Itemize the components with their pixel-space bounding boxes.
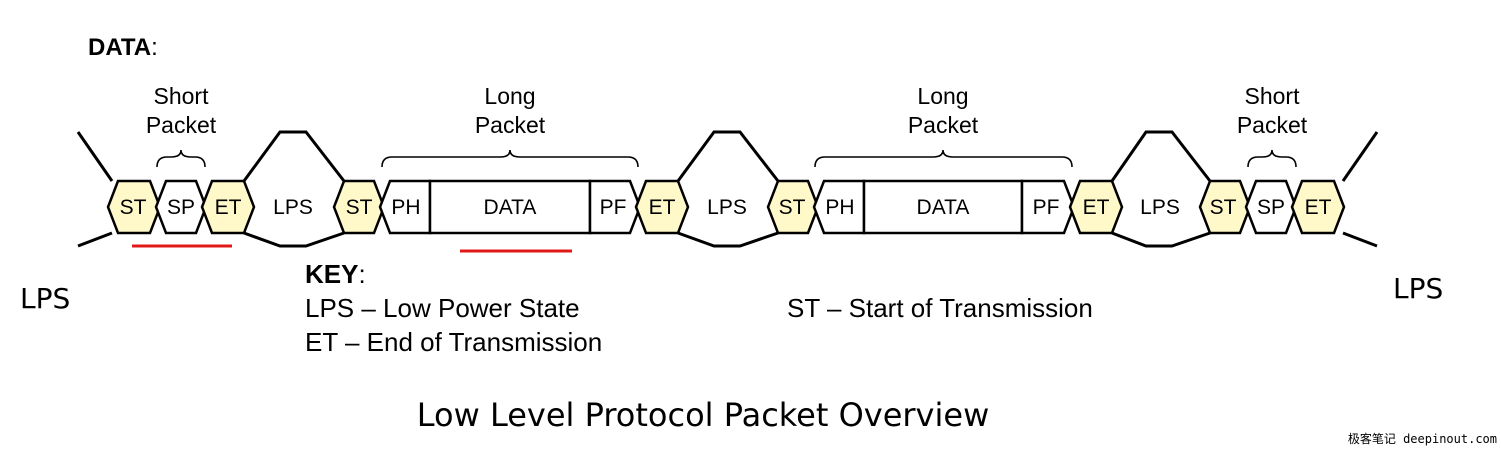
ph-segment-label: PH <box>391 196 420 219</box>
lead-out-bottom-line <box>1342 231 1378 248</box>
ph-segment <box>812 179 866 235</box>
data-segment <box>862 179 1024 235</box>
sp-marker <box>1244 179 1298 235</box>
pf-segment <box>588 179 642 235</box>
long-packet-label-line1: Long <box>484 83 535 109</box>
short-packet-label-line2: Packet <box>1237 112 1308 138</box>
lps-left-label: LPS <box>20 282 70 315</box>
data-segment-label: DATA <box>484 196 537 219</box>
st-marker <box>766 179 820 235</box>
st-marker <box>332 179 386 235</box>
short-packet-label-line1: Short <box>1245 83 1301 109</box>
pf-segment-label: PF <box>600 196 627 219</box>
sp-marker <box>154 179 208 235</box>
lead-in-bottom-line <box>77 231 113 248</box>
sp-marker-label: SP <box>167 196 195 219</box>
st-marker-label: ST <box>1210 196 1237 219</box>
lps-bubble <box>1110 130 1212 248</box>
lps-bubble <box>676 130 780 248</box>
lead-out-top-line <box>1341 131 1379 182</box>
key-st-entry: ST – Start of Transmission <box>787 293 1093 323</box>
lps-bubble <box>242 130 346 248</box>
lead-in-top-line <box>76 131 114 182</box>
data-segment-label: DATA <box>917 196 970 219</box>
diagram-title: DATA: <box>88 34 158 61</box>
long-packet-brace <box>814 149 1073 168</box>
st-marker-label: ST <box>120 196 147 219</box>
pf-segment-label: PF <box>1033 196 1060 219</box>
ph-segment-label: PH <box>825 196 854 219</box>
sp-marker-label: SP <box>1257 196 1285 219</box>
long-packet-brace <box>381 149 639 168</box>
short-packet-brace <box>1247 149 1297 168</box>
long-packet-label-line2: Packet <box>475 112 546 138</box>
et-marker-label: ET <box>1083 196 1110 219</box>
et-marker-label: ET <box>649 196 676 219</box>
st-marker <box>106 179 162 235</box>
long-packet-label-line2: Packet <box>908 112 979 138</box>
st-marker <box>1198 179 1252 235</box>
et-marker-label: ET <box>215 196 242 219</box>
key-lps-entry: LPS – Low Power State <box>305 293 580 323</box>
lps-bubble-label: LPS <box>707 196 747 219</box>
lps-bubble-label: LPS <box>1140 196 1180 219</box>
figure-caption: Low Level Protocol Packet Overview <box>417 396 989 434</box>
et-marker-label: ET <box>1305 196 1332 219</box>
short-packet-brace <box>156 149 206 168</box>
watermark: 极客笔记 deepinout.com <box>1348 431 1497 446</box>
long-packet-label-line1: Long <box>917 83 968 109</box>
lps-right-label: LPS <box>1393 272 1443 305</box>
et-marker <box>1290 179 1346 235</box>
short-packet-label-line1: Short <box>154 83 210 109</box>
key-et-entry: ET – End of Transmission <box>305 327 602 357</box>
st-marker-label: ST <box>346 196 373 219</box>
data-segment <box>428 179 592 235</box>
short-packet-label-line2: Packet <box>146 112 217 138</box>
lps-bubble-label: LPS <box>273 196 313 219</box>
st-marker-label: ST <box>779 196 806 219</box>
ph-segment <box>378 179 432 235</box>
key-title: KEY: <box>305 259 366 289</box>
pf-segment <box>1020 179 1076 235</box>
